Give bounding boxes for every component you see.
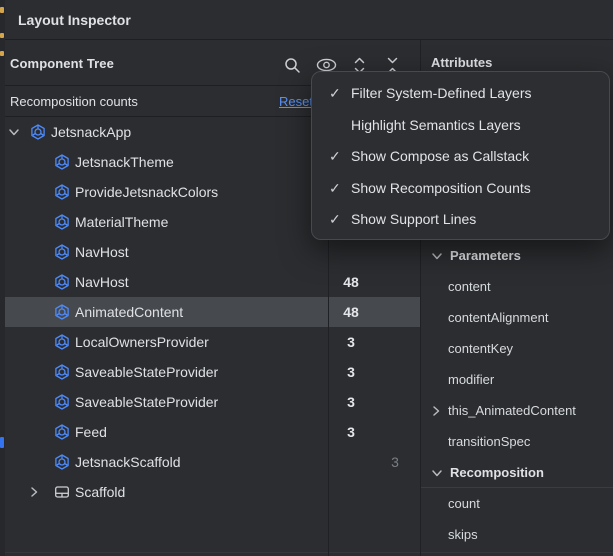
attr-row-modifier[interactable]: modifier (420, 364, 613, 395)
chevron-down-icon[interactable] (431, 467, 443, 479)
gutter-mark-blue (0, 437, 4, 448)
attributes-list: Parameters content contentAlignment content… (420, 240, 613, 556)
menu-item-label: Show Support Lines (351, 211, 476, 227)
tree-row-NavHost[interactable]: NavHost 48 (5, 267, 420, 297)
attr-name: contentAlignment (448, 310, 548, 325)
checkmark-icon: ✓ (329, 211, 345, 228)
compose-node-icon (54, 364, 70, 380)
panel-title-bar: Layout Inspector (0, 0, 613, 40)
attr-section-title: Recomposition (450, 465, 544, 480)
tree-row-AnimatedContent[interactable]: AnimatedContent 48 (5, 297, 420, 327)
recomposition-count: 3 (382, 454, 408, 470)
tree-node-label: SaveableStateProvider (75, 394, 218, 410)
recomposition-count: 3 (336, 364, 366, 380)
tree-row-Scaffold[interactable]: Scaffold (5, 477, 420, 507)
attr-row-skips[interactable]: skips (420, 519, 613, 550)
tree-node-label: Scaffold (75, 484, 125, 500)
recomposition-count: 48 (336, 304, 366, 320)
tree-row-SaveableStateProvider[interactable]: SaveableStateProvider 3 (5, 357, 420, 387)
gutter-mark-yellow (0, 51, 4, 56)
tree-row-NavHost[interactable]: NavHost (5, 237, 420, 267)
attr-row-this_AnimatedContent[interactable]: this_AnimatedContent (420, 395, 613, 426)
compose-node-icon (30, 124, 46, 140)
attr-row-transitionSpec[interactable]: transitionSpec (420, 426, 613, 457)
attr-name: skips (448, 527, 478, 542)
tree-node-label: MaterialTheme (75, 214, 168, 230)
component-tree-title: Component Tree (10, 56, 114, 71)
compose-node-icon (54, 304, 70, 320)
attr-section-title: Parameters (450, 248, 521, 263)
compose-node-icon (54, 244, 70, 260)
compose-node-icon (54, 184, 70, 200)
left-gutter-strip (0, 0, 5, 556)
compose-node-icon (54, 334, 70, 350)
chevron-down-icon[interactable] (431, 250, 443, 262)
attributes-title: Attributes (431, 55, 492, 70)
tree-node-label: JetsnackScaffold (75, 454, 181, 470)
chevron-right-icon[interactable] (430, 405, 442, 417)
reset-counts-link[interactable]: Reset (279, 94, 313, 109)
panel-title: Layout Inspector (18, 12, 131, 28)
view-options-menu: ✓ Filter System-Defined LayersHighlight S… (311, 71, 610, 240)
attr-section-Recomposition[interactable]: Recomposition (420, 457, 613, 488)
tree-node-label: NavHost (75, 274, 129, 290)
checkmark-icon: ✓ (329, 148, 345, 165)
tree-node-label: NavHost (75, 244, 129, 260)
gutter-mark-yellow (0, 33, 4, 38)
compose-node-icon (54, 454, 70, 470)
attr-row-contentAlignment[interactable]: contentAlignment (420, 302, 613, 333)
attr-name: contentKey (448, 341, 513, 356)
gutter-mark-yellow (0, 7, 4, 13)
tree-node-label: JetsnackTheme (75, 154, 174, 170)
compose-node-icon (54, 274, 70, 290)
tree-row-JetsnackScaffold[interactable]: JetsnackScaffold 3 (5, 447, 420, 477)
attr-section-Parameters[interactable]: Parameters (420, 240, 613, 271)
attr-name: transitionSpec (448, 434, 530, 449)
menu-item-label: Highlight Semantics Layers (351, 117, 521, 133)
attr-name: content (448, 279, 491, 294)
chevron-down-icon[interactable] (8, 126, 20, 138)
tree-node-label: Feed (75, 424, 107, 440)
tree-node-label: AnimatedContent (75, 304, 183, 320)
tree-row-LocalOwnersProvider[interactable]: LocalOwnersProvider 3 (5, 327, 420, 357)
compose-node-icon (54, 394, 70, 410)
tree-node-label: LocalOwnersProvider (75, 334, 209, 350)
recomposition-count: 3 (336, 334, 366, 350)
tree-node-label: SaveableStateProvider (75, 364, 218, 380)
chevron-right-icon[interactable] (28, 486, 40, 498)
recomposition-count: 3 (336, 394, 366, 410)
recomposition-count: 48 (336, 274, 366, 290)
attr-name: count (448, 496, 480, 511)
checkmark-icon: ✓ (329, 85, 345, 102)
attr-row-content[interactable]: content (420, 271, 613, 302)
menu-item-label: Show Recomposition Counts (351, 180, 531, 196)
compose-node-icon (54, 154, 70, 170)
attr-row-count[interactable]: count (420, 488, 613, 519)
tree-row-Feed[interactable]: Feed 3 (5, 417, 420, 447)
menu-item-show-support-lines[interactable]: ✓ Show Support Lines (312, 205, 609, 237)
scaffold-node-icon (54, 484, 70, 500)
tree-row-SaveableStateProvider[interactable]: SaveableStateProvider 3 (5, 387, 420, 417)
menu-item-label: Show Compose as Callstack (351, 148, 529, 164)
menu-item-label: Filter System-Defined Layers (351, 85, 532, 101)
bottom-divider (0, 552, 613, 553)
attr-row-contentKey[interactable]: contentKey (420, 333, 613, 364)
recomposition-counts-label: Recomposition counts (10, 94, 138, 109)
menu-item-show-recomposition-counts[interactable]: ✓ Show Recomposition Counts (312, 174, 609, 206)
compose-node-icon (54, 424, 70, 440)
checkmark-icon: ✓ (329, 180, 345, 197)
menu-item-show-compose-as-callstack[interactable]: ✓ Show Compose as Callstack (312, 142, 609, 174)
recomposition-count: 3 (336, 424, 366, 440)
compose-node-icon (54, 214, 70, 230)
tree-node-label: JetsnackApp (51, 124, 131, 140)
tree-node-label: ProvideJetsnackColors (75, 184, 218, 200)
search-icon[interactable] (281, 54, 303, 76)
menu-item-filter-system-defined-layers[interactable]: ✓ Filter System-Defined Layers (312, 79, 609, 111)
attr-name: modifier (448, 372, 494, 387)
menu-item-highlight-semantics-layers[interactable]: Highlight Semantics Layers (312, 111, 609, 143)
attr-name: this_AnimatedContent (448, 403, 576, 418)
